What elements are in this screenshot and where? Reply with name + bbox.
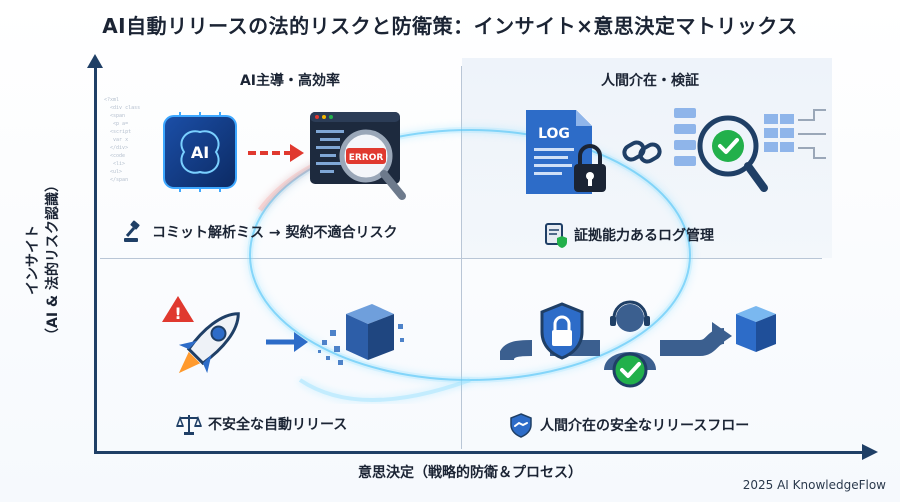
quadrant-top-right-caption: 証拠能力あるログ管理 [544, 222, 714, 248]
y-axis-line [94, 66, 97, 453]
background-code-snippet: <?xml <div class <span <p a= <script var… [104, 97, 141, 183]
log-document-lock-icon: LOG [526, 110, 606, 194]
x-axis-label: 意思決定（戦略的防衛＆プロセス） [358, 465, 582, 481]
quadrant-top-left-caption: コミット解析ミス → 契約不適合リスク [122, 220, 397, 244]
code-window-error-icon: ERROR [310, 112, 406, 200]
log-label: LOG [538, 126, 570, 142]
y-axis-label-line2: （AI & 法的リスク認識） [45, 177, 62, 343]
broken-package-cube-icon [318, 304, 404, 365]
quadrant-top-left-caption-text: コミット解析ミス → 契約不適合リスク [152, 225, 398, 241]
balance-scale-icon [176, 415, 202, 435]
y-axis-arrowhead [87, 54, 103, 68]
quadrant-bottom-right-caption: 人間介在の安全なリリースフロー [508, 412, 749, 438]
release-flow-arrow-icon [266, 332, 308, 352]
handshake-shield-icon [510, 413, 532, 438]
svg-text:!: ! [174, 304, 181, 323]
quadrant-bottom-left-caption: 不安全な自動リリース [176, 412, 347, 436]
error-flow-arrow-icon [248, 144, 304, 162]
y-axis-label: インサイト （AI & 法的リスク認識） [8, 177, 78, 343]
ai-chip-label: AI [191, 143, 209, 162]
gavel-icon [124, 220, 140, 242]
quadrant-top-left-heading: AI主導・高効率 [239, 73, 341, 89]
x-axis-line [94, 451, 864, 454]
verification-magnifier-check-icon [674, 108, 826, 192]
quadrant-top-right-caption-text: 証拠能力あるログ管理 [574, 228, 714, 244]
error-label: ERROR [349, 153, 384, 163]
ai-brain-chip-icon: AI [163, 112, 237, 192]
quadrant-top-right-heading: 人間介在・検証 [601, 73, 699, 89]
rocket-warning-icon: ! [162, 296, 240, 374]
y-axis-label-line1: インサイト [25, 225, 42, 296]
quadrant-bottom-left-caption-text: 不安全な自動リリース [208, 417, 348, 433]
quadrant-bottom-right-caption-text: 人間介在の安全なリリースフロー [540, 418, 750, 434]
certificate-shield-icon [545, 223, 567, 248]
safe-release-pipeline-illustration [500, 300, 776, 388]
copyright-footer: 2025 AI KnowledgeFlow [742, 478, 886, 492]
page-title: AI自動リリースの法的リスクと防衛策：インサイト×意思決定マトリックス [102, 14, 798, 38]
chain-link-icon [622, 140, 662, 164]
x-axis-arrowhead [862, 444, 878, 460]
quadrant-divider-horizontal [100, 258, 822, 259]
